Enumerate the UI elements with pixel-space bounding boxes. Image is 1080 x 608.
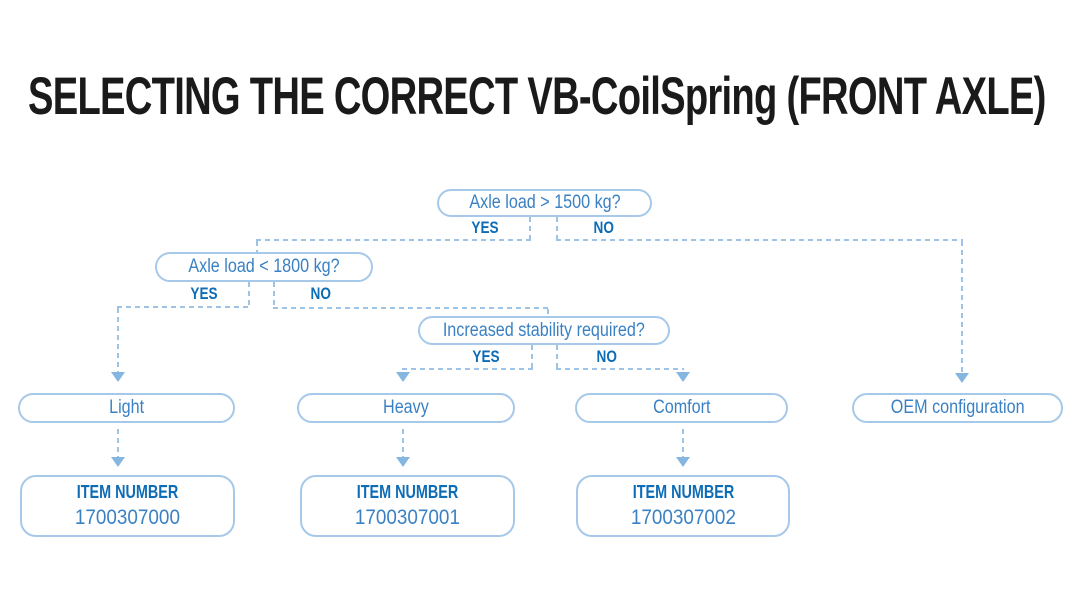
- item-number-value: 1700307001: [354, 506, 461, 529]
- result-box-comfort: Comfort: [575, 393, 788, 423]
- connector-q1-no-drop: [961, 241, 963, 373]
- connector-q3-no-stub: [556, 345, 558, 369]
- q3-yes-label: YES: [472, 347, 500, 366]
- item-number-value: 1700307002: [630, 506, 736, 529]
- connector-q2-yes-drop: [117, 308, 119, 372]
- connector-q2-no-drop: [547, 309, 549, 317]
- arrowhead-to-item-3: [676, 457, 690, 467]
- arrowhead-to-heavy: [396, 372, 410, 382]
- q1-yes-label: YES: [471, 218, 499, 237]
- result-box-label: Comfort: [652, 397, 711, 418]
- item-number-box-comfort: ITEM NUMBER 1700307002: [576, 475, 790, 537]
- item-number-heading: ITEM NUMBER: [76, 482, 179, 502]
- arrowhead-to-light: [111, 372, 125, 382]
- result-box-label: Light: [108, 397, 145, 418]
- result-box-label: Heavy: [383, 397, 429, 418]
- item-number-heading: ITEM NUMBER: [356, 482, 459, 502]
- decision-box-axle-load-1500: Axle load > 1500 kg?: [437, 189, 652, 217]
- connector-heavy-to-item: [402, 429, 404, 457]
- connector-q1-yes-drop: [256, 241, 258, 253]
- result-box-heavy: Heavy: [297, 393, 515, 423]
- result-box-light: Light: [18, 393, 235, 423]
- connector-q3-yes-run: [402, 368, 533, 370]
- decision-box-label: Increased stability required?: [442, 319, 645, 341]
- connector-q2-yes-stub: [248, 282, 250, 308]
- item-number-box-heavy: ITEM NUMBER 1700307001: [300, 475, 515, 537]
- arrowhead-to-comfort: [676, 372, 690, 382]
- decision-box-axle-load-1800: Axle load < 1800 kg?: [155, 252, 373, 282]
- item-number-value: 1700307000: [74, 506, 181, 529]
- connector-q1-yes-run: [256, 239, 531, 241]
- page-title: SELECTING THE CORRECT VB-CoilSpring (FRO…: [28, 67, 1046, 126]
- connector-q3-yes-stub: [531, 345, 533, 369]
- item-number-heading: ITEM NUMBER: [632, 482, 734, 502]
- arrowhead-to-oem: [955, 373, 969, 383]
- connector-light-to-item: [117, 429, 119, 457]
- connector-q1-no-run: [556, 239, 963, 241]
- connector-comfort-to-item: [682, 429, 684, 457]
- decision-box-label: Axle load > 1500 kg?: [468, 192, 621, 213]
- connector-q2-no-stub: [273, 282, 275, 308]
- connector-q2-no-run: [273, 307, 549, 309]
- decision-box-label: Axle load < 1800 kg?: [188, 256, 340, 277]
- connector-q1-yes-stub: [529, 217, 531, 241]
- item-number-box-light: ITEM NUMBER 1700307000: [20, 475, 235, 537]
- connector-q3-no-run: [556, 368, 684, 370]
- result-box-label: OEM configuration: [890, 397, 1025, 418]
- q2-yes-label: YES: [190, 284, 218, 303]
- result-box-oem-configuration: OEM configuration: [852, 393, 1063, 423]
- arrowhead-to-item-2: [396, 457, 410, 467]
- q3-no-label: NO: [596, 347, 618, 366]
- connector-q1-no-stub: [556, 217, 558, 241]
- decision-box-increased-stability: Increased stability required?: [418, 316, 670, 345]
- q1-no-label: NO: [593, 218, 615, 237]
- connector-q2-yes-run: [117, 306, 250, 308]
- q2-no-label: NO: [310, 284, 332, 303]
- arrowhead-to-item-1: [111, 457, 125, 467]
